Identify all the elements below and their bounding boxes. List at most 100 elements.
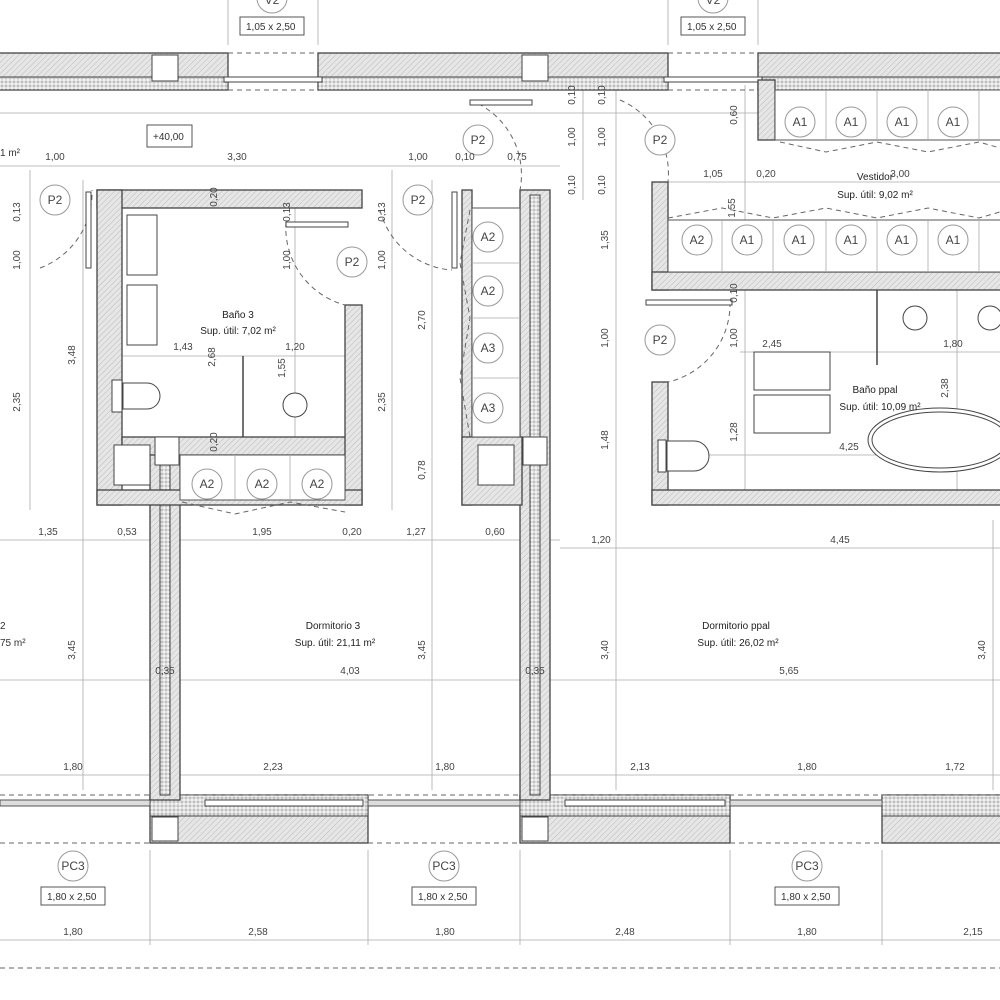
dimension-label: 4,45 bbox=[830, 535, 850, 546]
shower-head bbox=[977, 305, 1000, 331]
sink bbox=[753, 394, 831, 434]
closet-tag: A1 bbox=[844, 233, 859, 247]
window-tag: V2 bbox=[265, 0, 280, 7]
dimension-label: 1,20 bbox=[285, 342, 305, 353]
sink bbox=[126, 284, 158, 346]
dimension-label: 1,20 bbox=[591, 535, 611, 546]
closet-tags: A1 A1 A1 A1 A2 A1 A1 A1 A1 A1 A2 A2 A3 A… bbox=[191, 106, 969, 500]
closet-tag: A2 bbox=[255, 477, 270, 491]
closet-tag: A2 bbox=[481, 284, 496, 298]
dimension-label: 1,00 bbox=[567, 127, 578, 147]
shower-drain bbox=[282, 392, 308, 418]
sink bbox=[753, 351, 831, 391]
door-tag: P2 bbox=[653, 333, 668, 347]
dimension-label: 1,00 bbox=[408, 152, 428, 163]
toilet bbox=[122, 382, 161, 410]
window-size: 1,80 x 2,50 bbox=[47, 892, 97, 903]
door-tag: P2 bbox=[411, 193, 426, 207]
dimension-label: 1,80 bbox=[435, 927, 455, 938]
dimension-label: 3,48 bbox=[67, 345, 78, 365]
closet-tag: A1 bbox=[946, 233, 961, 247]
dimension-label: 1,28 bbox=[729, 422, 740, 442]
dimension-label: 0,10 bbox=[567, 175, 578, 195]
shower-head bbox=[902, 305, 928, 331]
dimension-label: 1,80 bbox=[797, 927, 817, 938]
room-area: Sup. útil: 9,02 m² bbox=[837, 190, 913, 201]
dimension-label: 2,58 bbox=[248, 927, 268, 938]
door-tags: P2 P2 P2 P2 P2 P2 bbox=[39, 124, 676, 356]
door-tag: P2 bbox=[48, 193, 63, 207]
dimension-label: 1,00 bbox=[377, 250, 388, 270]
dimension-label: 2,13 bbox=[630, 762, 650, 773]
dimension-label: 2,23 bbox=[263, 762, 283, 773]
closet-tag: A2 bbox=[200, 477, 215, 491]
dimension-label: 0,75 bbox=[507, 152, 527, 163]
window-tags: V2 1,05 x 2,50 V2 1,05 x 2,50 PC3 1,80 x… bbox=[40, 0, 840, 906]
dimension-label: 2,48 bbox=[615, 927, 635, 938]
dimension-label: 1,00 bbox=[597, 127, 608, 147]
dimension-label: 1,80 bbox=[943, 339, 963, 350]
dimension-texts: 1,00 3,30 1,00 0,10 0,75 0,10 1,00 0,10 0,10 1,00… bbox=[12, 85, 988, 938]
dimension-label: 0,60 bbox=[729, 105, 740, 125]
dimension-label: 1,80 bbox=[63, 927, 83, 938]
dimension-label: 1,05 bbox=[703, 169, 723, 180]
dimension-label: 0,10 bbox=[729, 283, 740, 303]
dimension-label: 3,30 bbox=[227, 152, 247, 163]
room-name: 2 bbox=[0, 621, 6, 632]
dimension-label: 1,35 bbox=[600, 230, 611, 250]
level-mark: +40,00 bbox=[153, 132, 184, 143]
closet-tag: A3 bbox=[481, 401, 496, 415]
dimension-label: 3,40 bbox=[977, 640, 988, 660]
dimension-label: 0,35 bbox=[525, 666, 545, 677]
dimension-label: 0,35 bbox=[155, 666, 175, 677]
dimension-label: 0,20 bbox=[209, 187, 220, 207]
dimension-label: 2,68 bbox=[207, 347, 218, 367]
toilet-tank bbox=[111, 379, 123, 413]
dimension-label: 1,00 bbox=[282, 250, 293, 270]
dimension-label: 4,03 bbox=[340, 666, 360, 677]
closet-tag: A1 bbox=[895, 115, 910, 129]
dimension-label: 0,20 bbox=[756, 169, 776, 180]
closet-tag: A1 bbox=[740, 233, 755, 247]
dimension-label: 1,35 bbox=[38, 527, 58, 538]
room-name: Vestidor bbox=[857, 172, 894, 183]
room-area: Sup. útil: 26,02 m² bbox=[697, 638, 779, 649]
closet-tag: A1 bbox=[895, 233, 910, 247]
room-area: Sup. útil: 10,09 m² bbox=[839, 402, 921, 413]
dimension-label: 3,40 bbox=[600, 640, 611, 660]
dimension-label: 1,80 bbox=[435, 762, 455, 773]
window-size: 1,05 x 2,50 bbox=[246, 22, 296, 33]
room-name: Baño 3 bbox=[222, 310, 254, 321]
closet-tag: A1 bbox=[793, 115, 808, 129]
window-tag: PC3 bbox=[61, 859, 85, 873]
dimension-label: 0,53 bbox=[117, 527, 137, 538]
dimension-label: 0,13 bbox=[282, 202, 293, 222]
dimension-label: 0,13 bbox=[377, 202, 388, 222]
dimension-label: 0,10 bbox=[455, 152, 475, 163]
room-area: Sup. útil: 21,11 m² bbox=[295, 638, 376, 649]
dimension-label: 1,72 bbox=[945, 762, 965, 773]
closet-tag: A3 bbox=[481, 341, 496, 355]
room-area: 75 m² bbox=[0, 638, 26, 649]
room-area: 1 m² bbox=[0, 148, 21, 159]
doors bbox=[39, 99, 733, 383]
window-size: 1,05 x 2,50 bbox=[687, 22, 737, 33]
dimension-label: 0,10 bbox=[567, 85, 578, 105]
dimension-label: 1,95 bbox=[252, 527, 272, 538]
room-area: Sup. útil: 7,02 m² bbox=[200, 326, 276, 337]
room-name: Baño ppal bbox=[852, 385, 897, 396]
room-name: Dormitorio 3 bbox=[306, 621, 361, 632]
dimension-label: 1,00 bbox=[729, 328, 740, 348]
dimension-label: 2,15 bbox=[963, 927, 983, 938]
dimension-label: 0,20 bbox=[342, 527, 362, 538]
dimension-label: 0,20 bbox=[209, 432, 220, 452]
window-tag: PC3 bbox=[432, 859, 456, 873]
dimension-label: 1,00 bbox=[45, 152, 65, 163]
closet-tag: A2 bbox=[481, 230, 496, 244]
dimension-label: 1,48 bbox=[600, 430, 611, 450]
door-tag: P2 bbox=[345, 255, 360, 269]
dimension-label: 0,78 bbox=[417, 460, 428, 480]
door-tag: P2 bbox=[471, 133, 486, 147]
dimension-label: 0,60 bbox=[485, 527, 505, 538]
dimension-label: 0,10 bbox=[597, 85, 608, 105]
